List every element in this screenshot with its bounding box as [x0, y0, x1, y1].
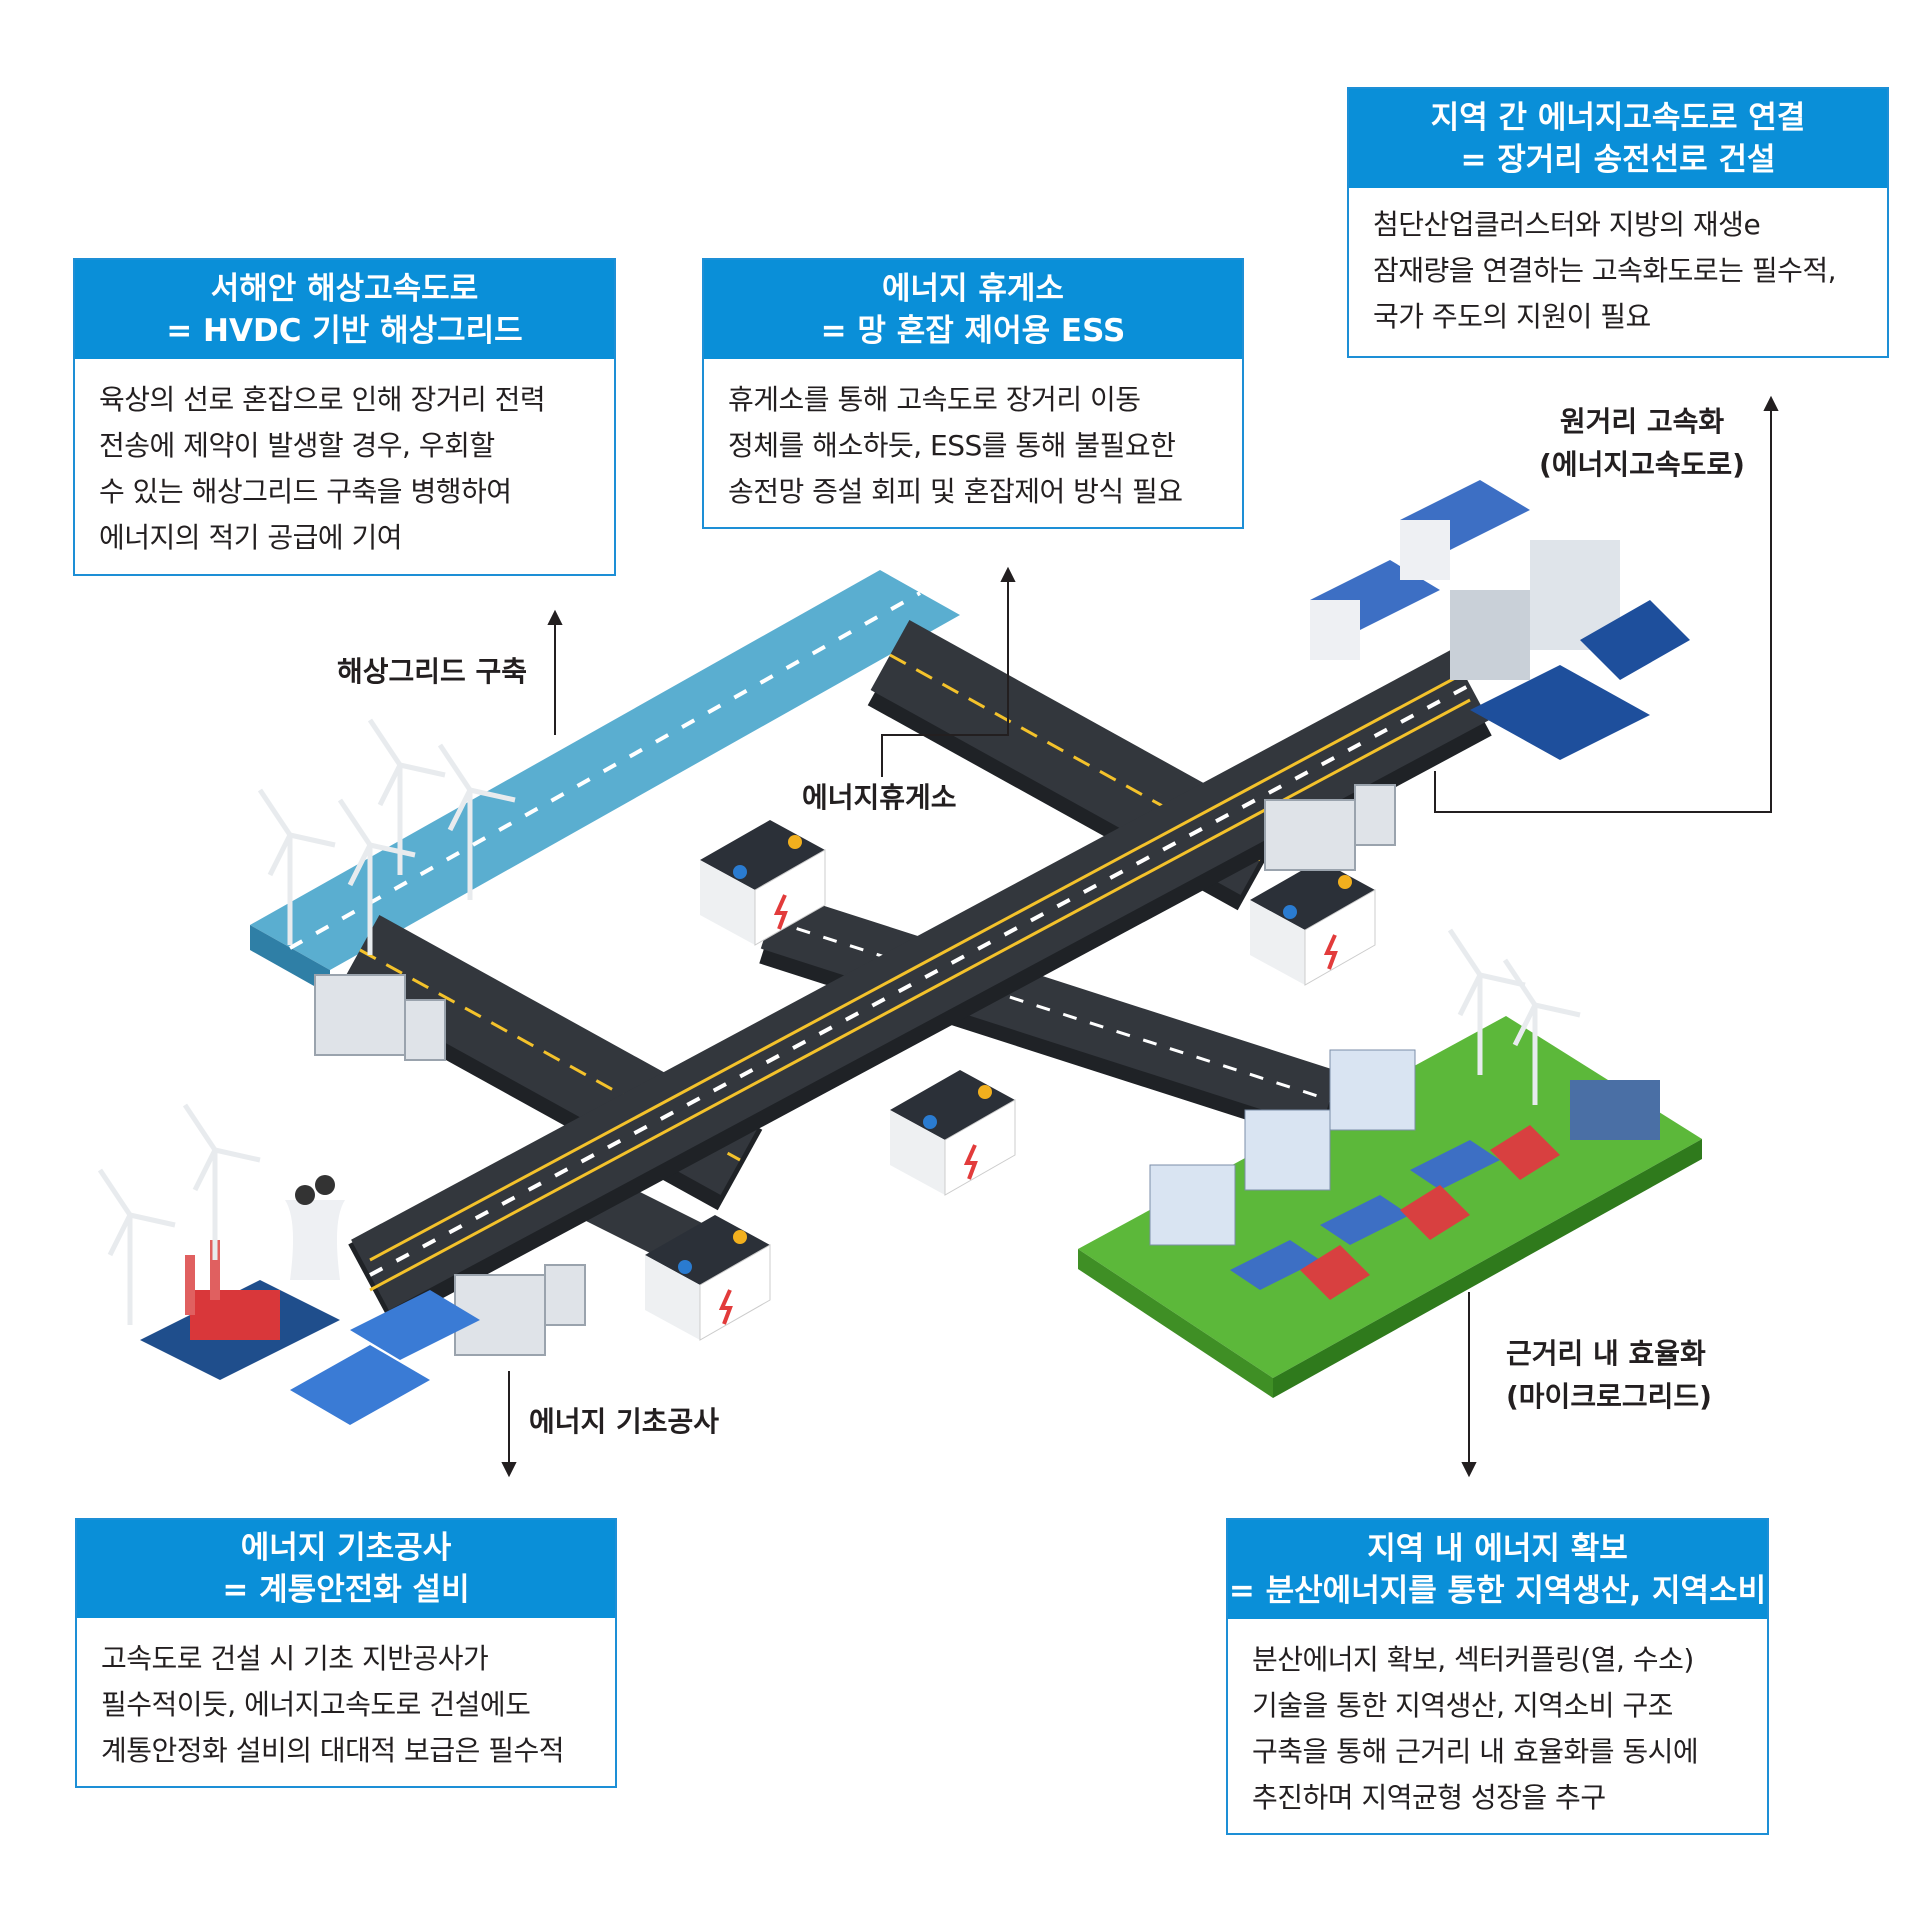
connector-arrows — [501, 395, 1779, 1478]
box-line: 국가 주도의 지원이 필요 — [1373, 300, 1651, 333]
label-offshore-grid: 해상그리드 구축 — [337, 655, 528, 688]
box-header: 에너지 기초공사 = 계통안전화 설비 — [77, 1520, 615, 1618]
box-body: 분산에너지 확보, 섹터커플링(열, 수소) 기술을 통한 지역생산, 지역소비… — [1228, 1619, 1767, 1821]
box-line: 계통안정화 설비의 대대적 보급은 필수적 — [101, 1734, 565, 1767]
label-short-distance-line1: 근거리 내 효율화 — [1506, 1337, 1706, 1370]
offshore-grid-road — [250, 570, 960, 995]
box-title-line2: = 망 혼잡 제어용 ESS — [820, 312, 1126, 349]
microgrid-land — [1078, 1016, 1702, 1398]
box-title-line1: 지역 내 에너지 확보 — [1367, 1530, 1628, 1567]
box-energy-rest-stop: 에너지 휴게소 = 망 혼잡 제어용 ESS 휴게소를 통해 고속도로 장거리 … — [702, 258, 1244, 529]
industrial-cluster — [1310, 480, 1690, 760]
box-body: 육상의 선로 혼잡으로 인해 장거리 전력 전송에 제약이 발생할 경우, 우회… — [75, 359, 614, 561]
box-local-energy: 지역 내 에너지 확보 = 분산에너지를 통한 지역생산, 지역소비 분산에너지… — [1226, 1518, 1769, 1835]
box-line: 정체를 해소하듯, ESS를 통해 불필요한 — [728, 429, 1176, 462]
box-line: 분산에너지 확보, 섹터커플링(열, 수소) — [1252, 1643, 1694, 1676]
box-header: 서해안 해상고속도로 = HVDC 기반 해상그리드 — [75, 260, 614, 359]
box-title-line2: = 계통안전화 설비 — [222, 1572, 470, 1608]
box-line: 휴게소를 통해 고속도로 장거리 이동 — [728, 383, 1141, 416]
box-title-line2: = 분산에너지를 통한 지역생산, 지역소비 — [1228, 1572, 1767, 1609]
label-short-distance: 근거리 내 효율화 (마이크로그리드) — [1506, 1332, 1712, 1418]
box-westcoast-offshore: 서해안 해상고속도로 = HVDC 기반 해상그리드 육상의 선로 혼잡으로 인… — [73, 258, 616, 576]
box-title-line1: 서해안 해상고속도로 — [210, 270, 479, 307]
label-long-distance-line1: 원거리 고속화 — [1559, 405, 1725, 438]
roads — [337, 620, 1492, 1326]
label-long-distance: 원거리 고속화 (에너지고속도로) — [1532, 400, 1752, 486]
box-line: 송전망 증설 회피 및 혼잡제어 방식 필요 — [728, 475, 1183, 508]
box-body: 첨단산업클러스터와 지방의 재생e 잠재량을 연결하는 고속화도로는 필수적, … — [1349, 188, 1887, 340]
box-line: 잠재량을 연결하는 고속화도로는 필수적, — [1373, 254, 1837, 287]
ess-batteries — [645, 820, 1376, 1341]
box-title-line1: 에너지 휴게소 — [882, 270, 1064, 307]
box-energy-foundation: 에너지 기초공사 = 계통안전화 설비 고속도로 건설 시 기초 지반공사가 필… — [75, 1518, 617, 1788]
box-line: 구축을 통해 근거리 내 효율화를 동시에 — [1252, 1735, 1699, 1768]
box-header: 에너지 휴게소 = 망 혼잡 제어용 ESS — [704, 260, 1242, 359]
box-line: 필수적이듯, 에너지고속도로 건설에도 — [101, 1688, 531, 1721]
label-long-distance-line2: (에너지고속도로) — [1539, 448, 1745, 481]
label-foundation: 에너지 기초공사 — [529, 1405, 720, 1438]
box-title-line2: = HVDC 기반 해상그리드 — [166, 312, 523, 349]
box-line: 육상의 선로 혼잡으로 인해 장거리 전력 — [99, 383, 546, 416]
box-interregional-connection: 지역 간 에너지고속도로 연결 = 장거리 송전선로 건설 첨단산업클러스터와 … — [1347, 87, 1889, 358]
microgrid-buildings — [1149, 1049, 1660, 1300]
label-rest-stop: 에너지휴게소 — [802, 781, 957, 814]
box-line: 전송에 제약이 발생할 경우, 우회할 — [99, 429, 495, 462]
box-line: 수 있는 해상그리드 구축을 병행하여 — [99, 475, 512, 508]
box-header: 지역 간 에너지고속도로 연결 = 장거리 송전선로 건설 — [1349, 89, 1887, 188]
box-title-line1: 지역 간 에너지고속도로 연결 — [1430, 99, 1806, 136]
label-short-distance-line2: (마이크로그리드) — [1506, 1380, 1712, 1413]
box-line: 고속도로 건설 시 기초 지반공사가 — [101, 1642, 489, 1675]
box-line: 첨단산업클러스터와 지방의 재생e — [1373, 208, 1761, 241]
box-line: 에너지의 적기 공급에 기여 — [99, 521, 403, 554]
box-body: 휴게소를 통해 고속도로 장거리 이동 정체를 해소하듯, ESS를 통해 불필… — [704, 359, 1242, 515]
box-line: 추진하며 지역균형 성장을 추구 — [1252, 1781, 1606, 1814]
box-header: 지역 내 에너지 확보 = 분산에너지를 통한 지역생산, 지역소비 — [1228, 1520, 1767, 1619]
box-body: 고속도로 건설 시 기초 지반공사가 필수적이듯, 에너지고속도로 건설에도 계… — [77, 1618, 615, 1774]
wind-turbines — [97, 718, 1581, 1325]
box-title-line2: = 장거리 송전선로 건설 — [1460, 141, 1776, 178]
box-line: 기술을 통한 지역생산, 지역소비 구조 — [1252, 1689, 1673, 1722]
power-plants — [140, 1175, 480, 1425]
box-title-line1: 에너지 기초공사 — [240, 1530, 452, 1566]
